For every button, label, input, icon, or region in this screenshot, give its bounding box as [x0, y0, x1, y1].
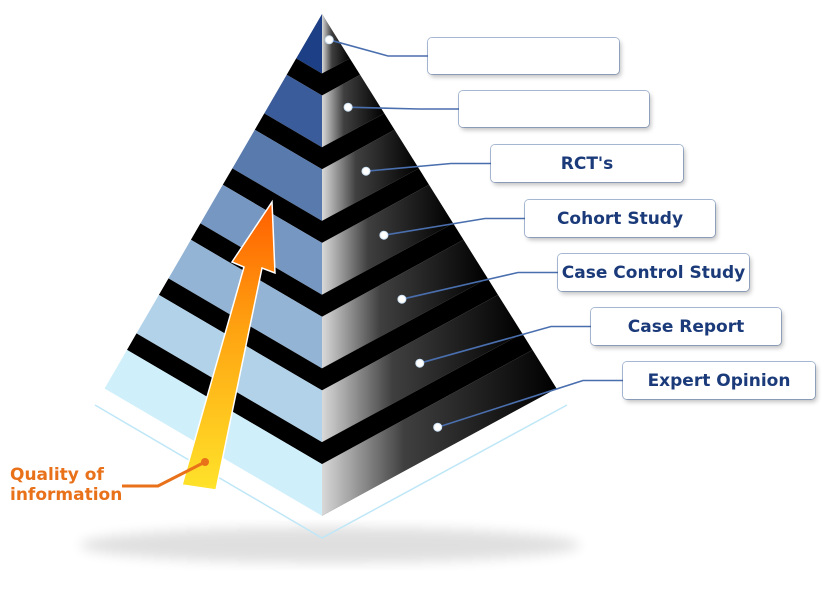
tier-2-left-face — [264, 74, 322, 148]
connector-line-1 — [328, 39, 428, 57]
separator-1-right — [322, 58, 361, 96]
level-label-4: Cohort Study — [525, 200, 715, 237]
level-label-7: Expert Opinion — [623, 362, 815, 399]
level-label-6: Case Report — [591, 308, 781, 345]
connector-dot-4 — [379, 230, 389, 240]
connector-line-4 — [383, 217, 525, 236]
connector-dot-2 — [343, 102, 353, 112]
connector-dot-1 — [324, 35, 334, 45]
connector-line-6 — [419, 325, 591, 364]
connector-line-2 — [348, 106, 459, 110]
connector-line-7 — [437, 379, 623, 428]
pyramid-tier-5 — [158, 239, 498, 391]
tier-3-highlight — [322, 129, 419, 221]
tier-5-highlight — [322, 239, 488, 369]
connector-line-5 — [401, 271, 558, 300]
pyramid-tier-1 — [286, 14, 361, 96]
separator-1-left — [286, 58, 322, 96]
quality-pointer-line — [122, 460, 206, 488]
tier-7-highlight — [322, 349, 557, 516]
tier-6-highlight — [322, 294, 523, 443]
tier-1-highlight — [322, 14, 350, 74]
level-label-5: Case Control Study — [558, 254, 749, 291]
connector-line-3 — [365, 162, 491, 172]
separator-6-right — [322, 333, 533, 465]
level-label-1: Meta-analysis — [428, 38, 619, 74]
level-label-2: Systematic Review — [459, 91, 649, 127]
quality-of-information-caption: Quality of information — [10, 465, 122, 505]
separator-5-right — [322, 278, 498, 391]
pyramid-base-edge — [94, 404, 568, 539]
separator-2-right — [322, 113, 395, 170]
pyramid-tier-3 — [222, 129, 429, 243]
separator-2-left — [254, 113, 322, 170]
label-connectors — [324, 35, 623, 432]
quality-arrow-shaft — [181, 199, 276, 491]
connector-dot-7 — [433, 422, 443, 432]
tier-1-left-face — [296, 14, 322, 74]
connector-dot-5 — [397, 294, 407, 304]
separator-3-right — [322, 168, 429, 243]
level-label-3: RCT's — [491, 145, 683, 182]
separator-4-right — [322, 223, 464, 317]
quality-pointer-dot — [201, 458, 209, 466]
tier-3-left-face — [232, 129, 322, 221]
caption-line-2: information — [10, 485, 123, 505]
connector-dot-6 — [415, 358, 425, 368]
caption-line-1: Quality of — [10, 465, 104, 485]
tier-2-highlight — [322, 74, 385, 148]
tier-4-highlight — [322, 184, 454, 295]
connector-dot-3 — [361, 166, 371, 176]
pyramid-tier-2 — [254, 74, 395, 170]
quality-arrow — [122, 199, 276, 491]
